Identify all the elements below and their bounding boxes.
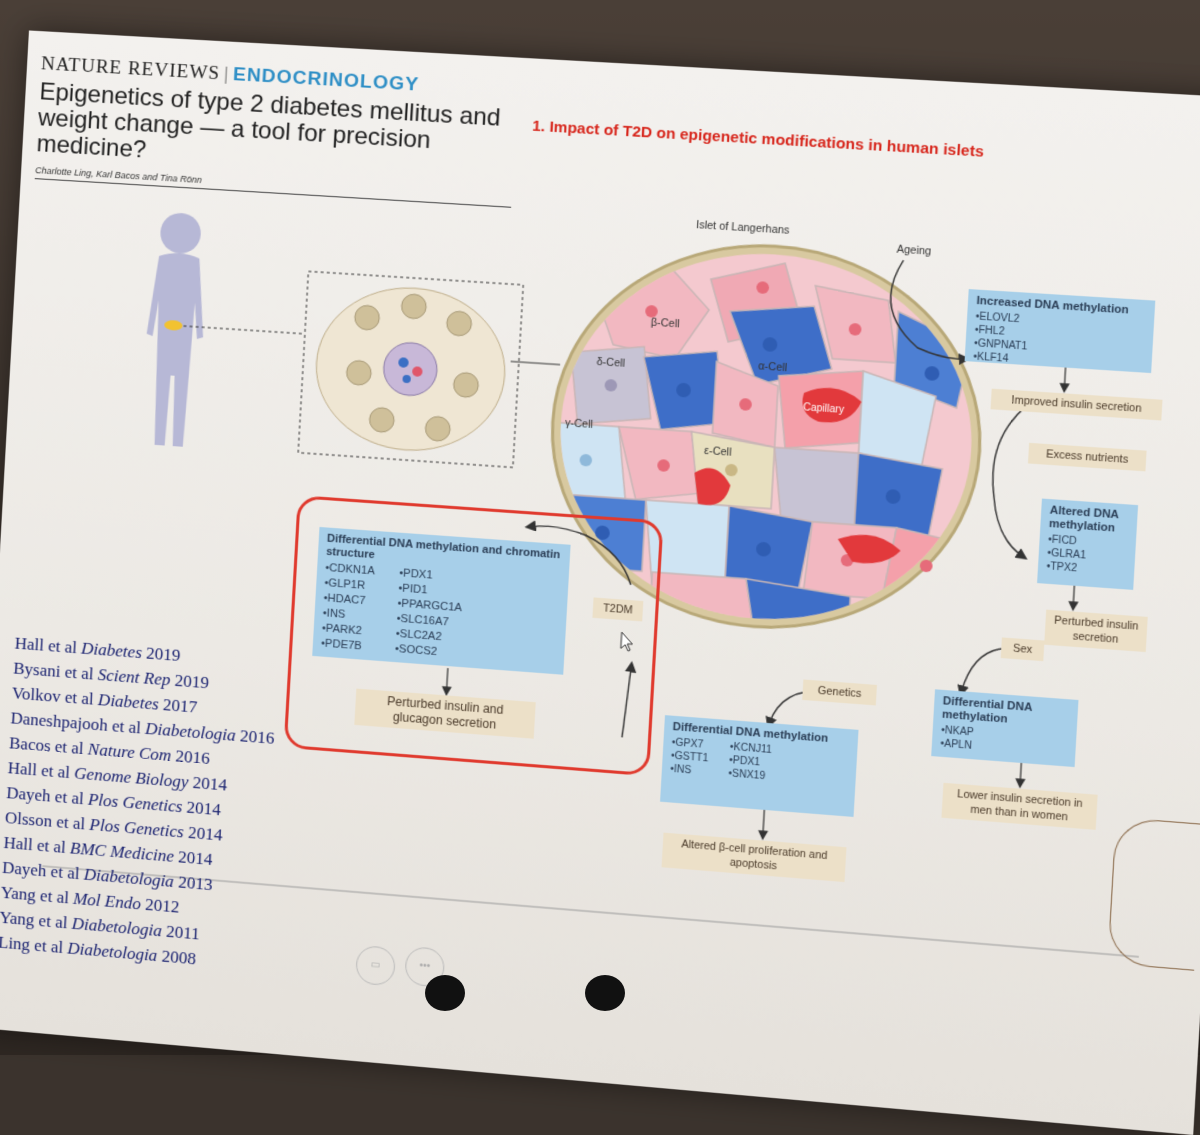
ageing-methylation-box: Increased DNA methylation ELOVL2 FHL2 GN…: [965, 289, 1156, 373]
slide: NATURE REVIEWS|ENDOCRINOLOGY Epigenetics…: [0, 30, 1200, 1135]
camera-lens: [585, 975, 625, 1011]
ageing-trigger: Ageing: [896, 243, 931, 257]
gene-item: SNX19: [728, 767, 771, 784]
camera-lens: [425, 975, 465, 1011]
genetics-methylation-box: Differential DNA methylation GPX7 GSTT1 …: [660, 715, 858, 817]
sex-trigger: Sex: [1001, 637, 1045, 661]
nutrients-outcome: Perturbed insulin secretion: [1044, 610, 1148, 652]
t2dm-trigger: T2DM: [592, 597, 643, 621]
university-seal: [1107, 817, 1200, 971]
nutrients-box-title: Altered DNA methylation: [1049, 504, 1130, 536]
nutrients-methylation-box: Altered DNA methylation FICD GLRA1 TPX2: [1037, 499, 1138, 590]
sex-methylation-box: Differential DNA methylation NKAP APLN: [931, 689, 1078, 767]
photo-background: NATURE REVIEWS|ENDOCRINOLOGY Epigenetics…: [0, 0, 1200, 1055]
gene-item: PDE7B: [321, 636, 371, 655]
mouse-cursor-icon: [619, 630, 637, 654]
reference-list: Hall et al Diabetes 2019 Bysani et al Sc…: [0, 631, 279, 978]
t2dm-methylation-box: Differential DNA methylation and chromat…: [312, 527, 570, 675]
